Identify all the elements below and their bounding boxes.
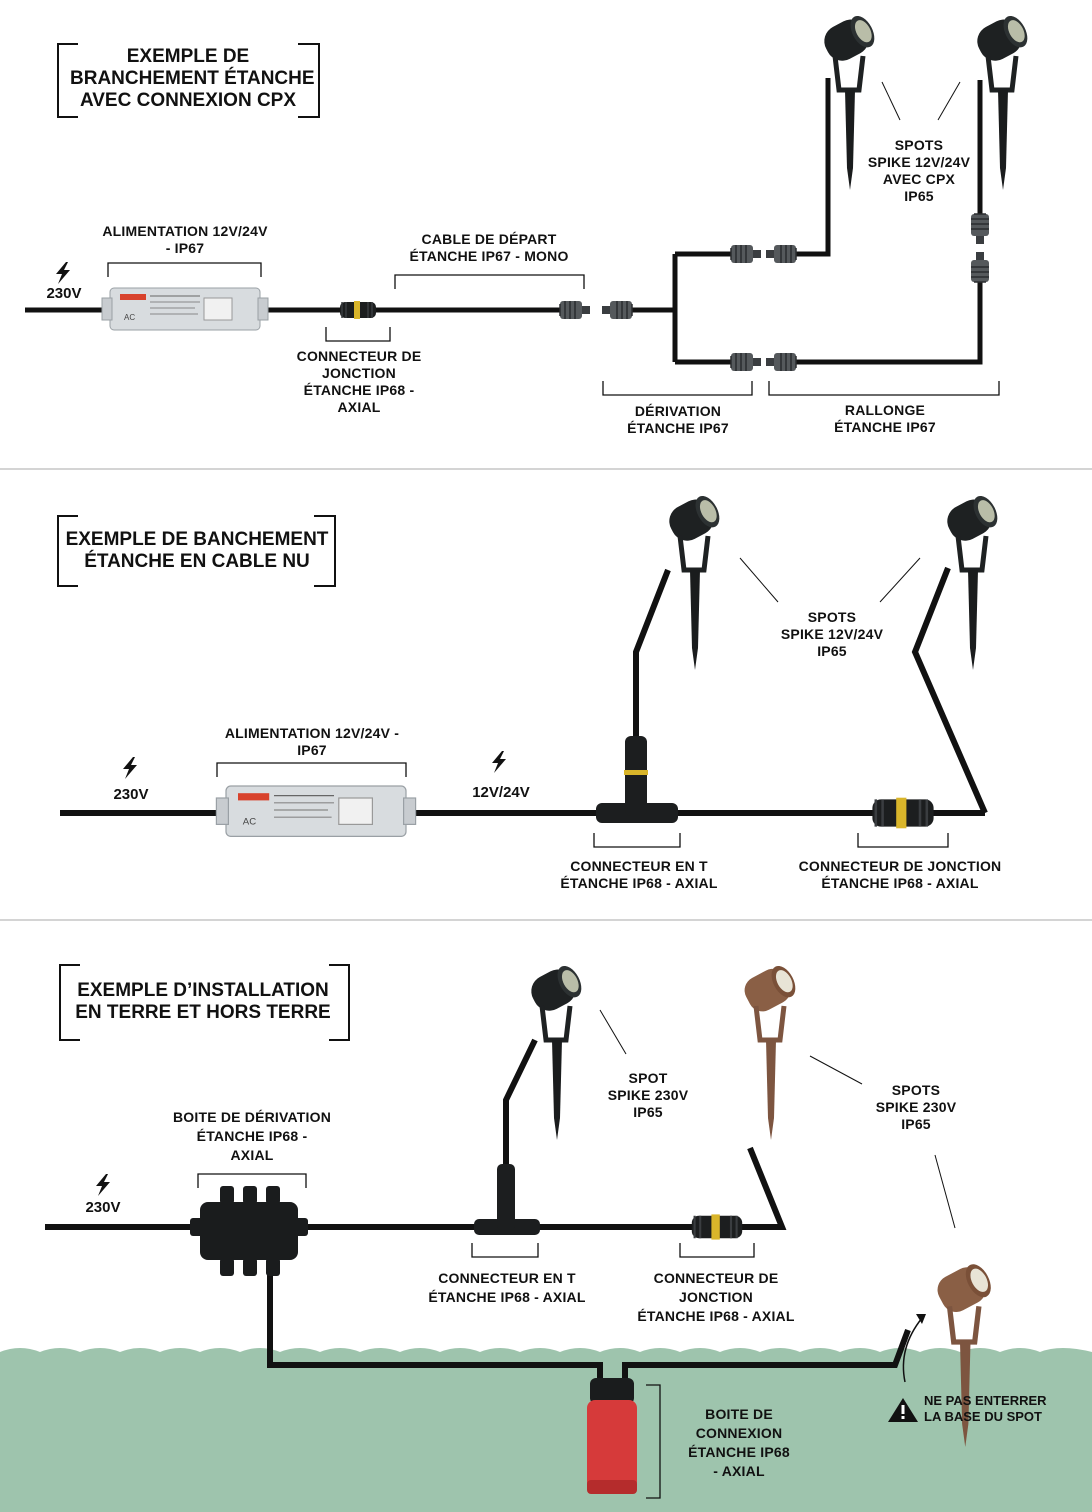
section-2 [57,491,1003,848]
title-frame [57,515,336,587]
connector-icon [970,251,990,283]
voltage-label: 12V/24V [472,784,530,801]
voltage-label: 230V [113,786,149,803]
spot-light-icon [664,491,725,670]
warning-icon [888,1398,918,1422]
spot-cable-2 [911,566,988,815]
connector-icon [970,213,990,245]
connector-icon [765,352,797,372]
voltage-label: 230V [85,1199,121,1216]
main-cable [45,1146,787,1230]
connector-icon [730,244,762,264]
connector-icon [871,796,935,830]
ground [0,1348,1092,1512]
spot-light-icon [942,491,1003,670]
power-supply-icon [101,287,269,331]
connector-icon [730,352,762,372]
extension-cable [795,280,983,365]
derivation-cable [630,251,735,365]
connector-icon [559,300,591,320]
connector-icon [339,300,377,320]
connector-icon [601,300,633,320]
connection-box-icon [587,1378,637,1494]
title-frame [57,43,320,118]
power-supply-label: ALIMENTATION 12V/24V- IP67 [102,223,268,256]
t-connector-icon [474,1164,540,1235]
lightning-icon [56,262,70,284]
section-3 [0,961,1092,1512]
section-1 [25,11,1033,396]
title-frame [59,964,350,1041]
connector-icon [690,1213,744,1241]
power-supply-label: ALIMENTATION 12V/24V -IP67 [224,725,400,758]
spot-cable-1 [795,78,831,257]
voltage-label: 230V [46,285,82,302]
power-supply-icon [215,785,417,838]
lightning-icon [123,757,137,779]
t-connector-icon [596,736,678,823]
lightning-icon [492,751,506,773]
junction-box-icon [190,1186,308,1276]
lightning-icon [96,1174,110,1196]
spot-light-icon [526,961,587,1140]
connector-icon [765,244,797,264]
spot-light-icon [740,961,801,1140]
